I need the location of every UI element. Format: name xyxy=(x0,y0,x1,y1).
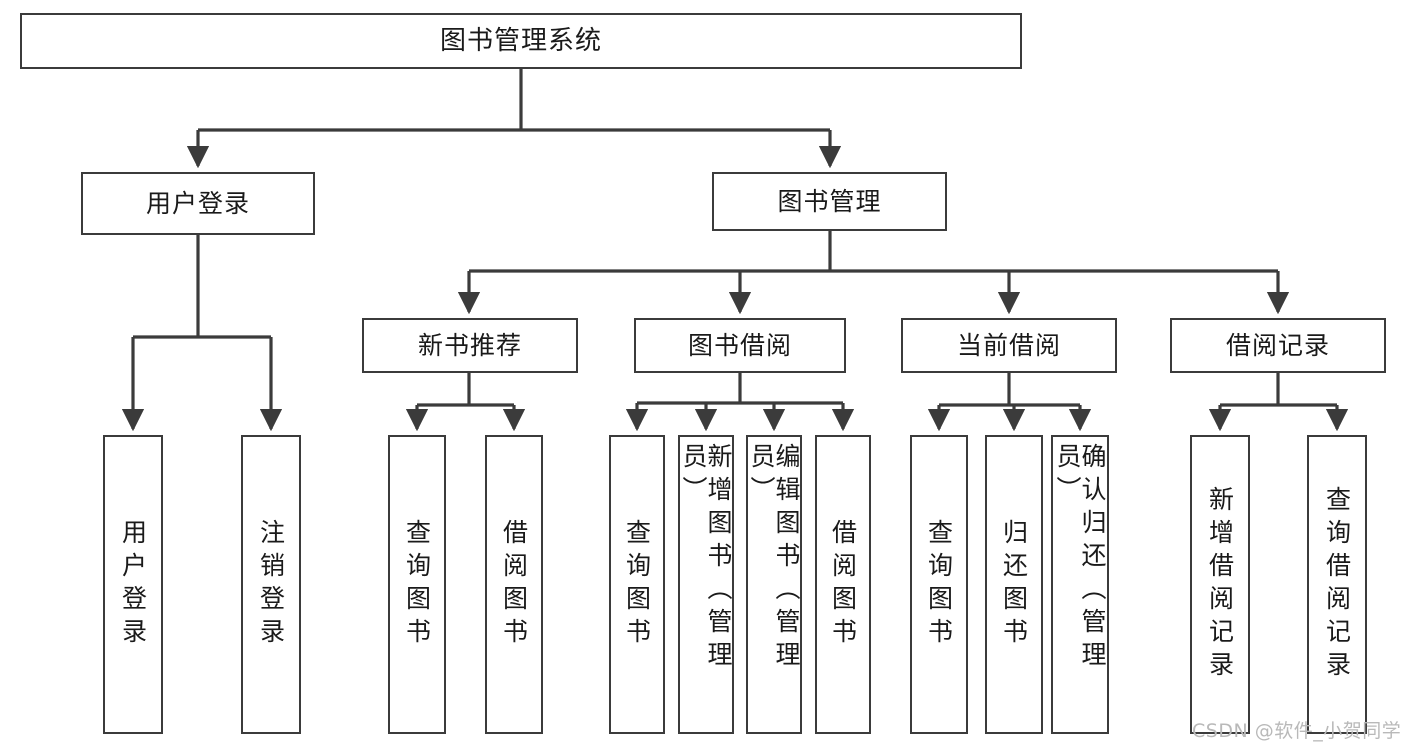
node-query-book-current-label: 查询图书 xyxy=(924,518,954,651)
node-edit-book-admin-label: 编辑图书（管理员） xyxy=(747,443,801,674)
node-borrow-book-borrow[interactable]: 借阅图书 xyxy=(815,435,871,734)
node-user-login-leaf-label: 用户登录 xyxy=(118,518,148,651)
node-add-borrow-record-label: 新增借阅记录 xyxy=(1205,485,1235,684)
node-query-book-current[interactable]: 查询图书 xyxy=(910,435,968,734)
node-return-book[interactable]: 归还图书 xyxy=(985,435,1043,734)
node-logout-leaf-label: 注销登录 xyxy=(256,518,286,651)
node-current-borrow[interactable]: 当前借阅 xyxy=(901,318,1117,373)
node-return-book-label: 归还图书 xyxy=(999,518,1029,651)
node-add-borrow-record[interactable]: 新增借阅记录 xyxy=(1190,435,1250,734)
node-current-borrow-label: 当前借阅 xyxy=(956,330,1061,360)
node-user-login-leaf[interactable]: 用户登录 xyxy=(103,435,163,734)
node-add-book-admin[interactable]: 新增图书（管理员） xyxy=(678,435,734,734)
node-user-login-label: 用户登录 xyxy=(145,188,250,218)
node-borrow-book-borrow-label: 借阅图书 xyxy=(828,518,858,651)
node-new-book-recommend[interactable]: 新书推荐 xyxy=(362,318,578,373)
node-new-book-recommend-label: 新书推荐 xyxy=(417,330,522,360)
node-query-book-borrow-label: 查询图书 xyxy=(622,518,652,651)
node-book-borrow-label: 图书借阅 xyxy=(687,330,792,360)
node-book-management[interactable]: 图书管理 xyxy=(712,172,947,231)
node-query-borrow-record-label: 查询借阅记录 xyxy=(1322,485,1352,684)
node-add-book-admin-label: 新增图书（管理员） xyxy=(679,443,733,674)
node-borrow-record-label: 借阅记录 xyxy=(1225,330,1330,360)
node-query-book-borrow[interactable]: 查询图书 xyxy=(609,435,665,734)
node-query-borrow-record[interactable]: 查询借阅记录 xyxy=(1307,435,1367,734)
csdn-watermark: CSDN @软件_小贺同学 xyxy=(1192,720,1402,742)
node-edit-book-admin[interactable]: 编辑图书（管理员） xyxy=(746,435,802,734)
node-confirm-return-admin[interactable]: 确认归还（管理员） xyxy=(1051,435,1109,734)
node-user-login[interactable]: 用户登录 xyxy=(81,172,315,235)
node-logout-leaf[interactable]: 注销登录 xyxy=(241,435,301,734)
node-borrow-record[interactable]: 借阅记录 xyxy=(1170,318,1386,373)
node-borrow-book-rec[interactable]: 借阅图书 xyxy=(485,435,543,734)
node-book-management-label: 图书管理 xyxy=(777,186,882,216)
node-borrow-book-rec-label: 借阅图书 xyxy=(499,518,529,651)
node-confirm-return-admin-label: 确认归还（管理员） xyxy=(1053,443,1107,674)
node-query-book-rec-label: 查询图书 xyxy=(402,518,432,651)
node-book-borrow[interactable]: 图书借阅 xyxy=(634,318,846,373)
node-query-book-rec[interactable]: 查询图书 xyxy=(388,435,446,734)
node-root[interactable]: 图书管理系统 xyxy=(20,13,1022,69)
node-root-label: 图书管理系统 xyxy=(439,25,602,56)
